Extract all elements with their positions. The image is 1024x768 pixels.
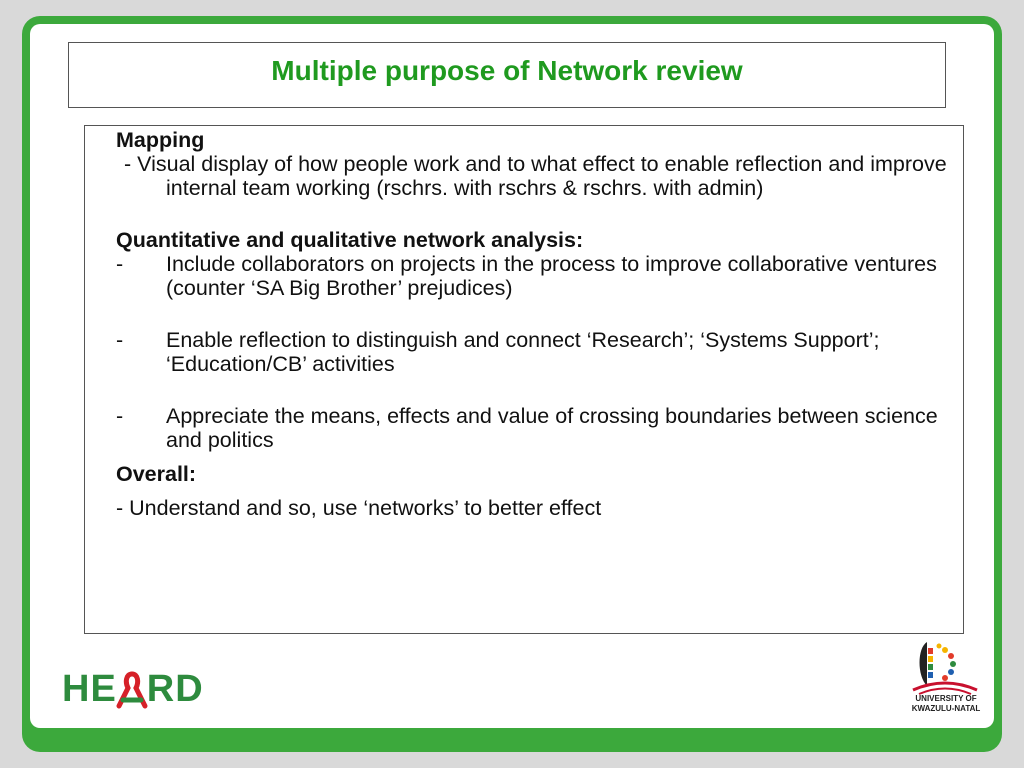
heard-logo-left: HE: [62, 668, 117, 710]
bullet-marker: -: [116, 252, 124, 276]
heard-logo-right: RD: [146, 668, 204, 710]
mapping-heading: Mapping: [116, 128, 205, 152]
bullet-item: - Appreciate the means, effects and valu…: [116, 404, 961, 452]
slide-title: Multiple purpose of Network review: [271, 55, 743, 86]
heard-logo: HE RD: [62, 668, 204, 711]
mapping-text: - Visual display of how people work and …: [124, 152, 947, 200]
ukzn-line1: UNIVERSITY OF: [915, 694, 977, 703]
slide-content: Mapping - Visual display of how people w…: [116, 128, 961, 520]
ukzn-line2: KWAZULU-NATAL: [911, 704, 981, 713]
bullet-marker: -: [116, 404, 124, 428]
analysis-heading: Quantitative and qualitative network ana…: [116, 228, 584, 252]
ukzn-crest-icon: [912, 642, 978, 695]
bullet-item: - Include collaborators on projects in t…: [116, 252, 961, 300]
overall-text: - Understand and so, use ‘networks’ to b…: [116, 496, 602, 520]
bullet-text: Enable reflection to distinguish and con…: [166, 328, 880, 376]
ukzn-logo-text: UNIVERSITY OF KWAZULU-NATAL: [896, 694, 996, 714]
bullet-item: - Enable reflection to distinguish and c…: [116, 328, 961, 376]
bullet-text: Include collaborators on projects in the…: [166, 252, 937, 300]
aids-ribbon-icon: [116, 671, 148, 708]
content-box: [84, 125, 964, 634]
overall-heading: Overall:: [116, 462, 197, 486]
title-box: Multiple purpose of Network review: [68, 42, 946, 108]
bullet-marker: -: [116, 328, 124, 352]
bullet-text: Appreciate the means, effects and value …: [166, 404, 938, 452]
